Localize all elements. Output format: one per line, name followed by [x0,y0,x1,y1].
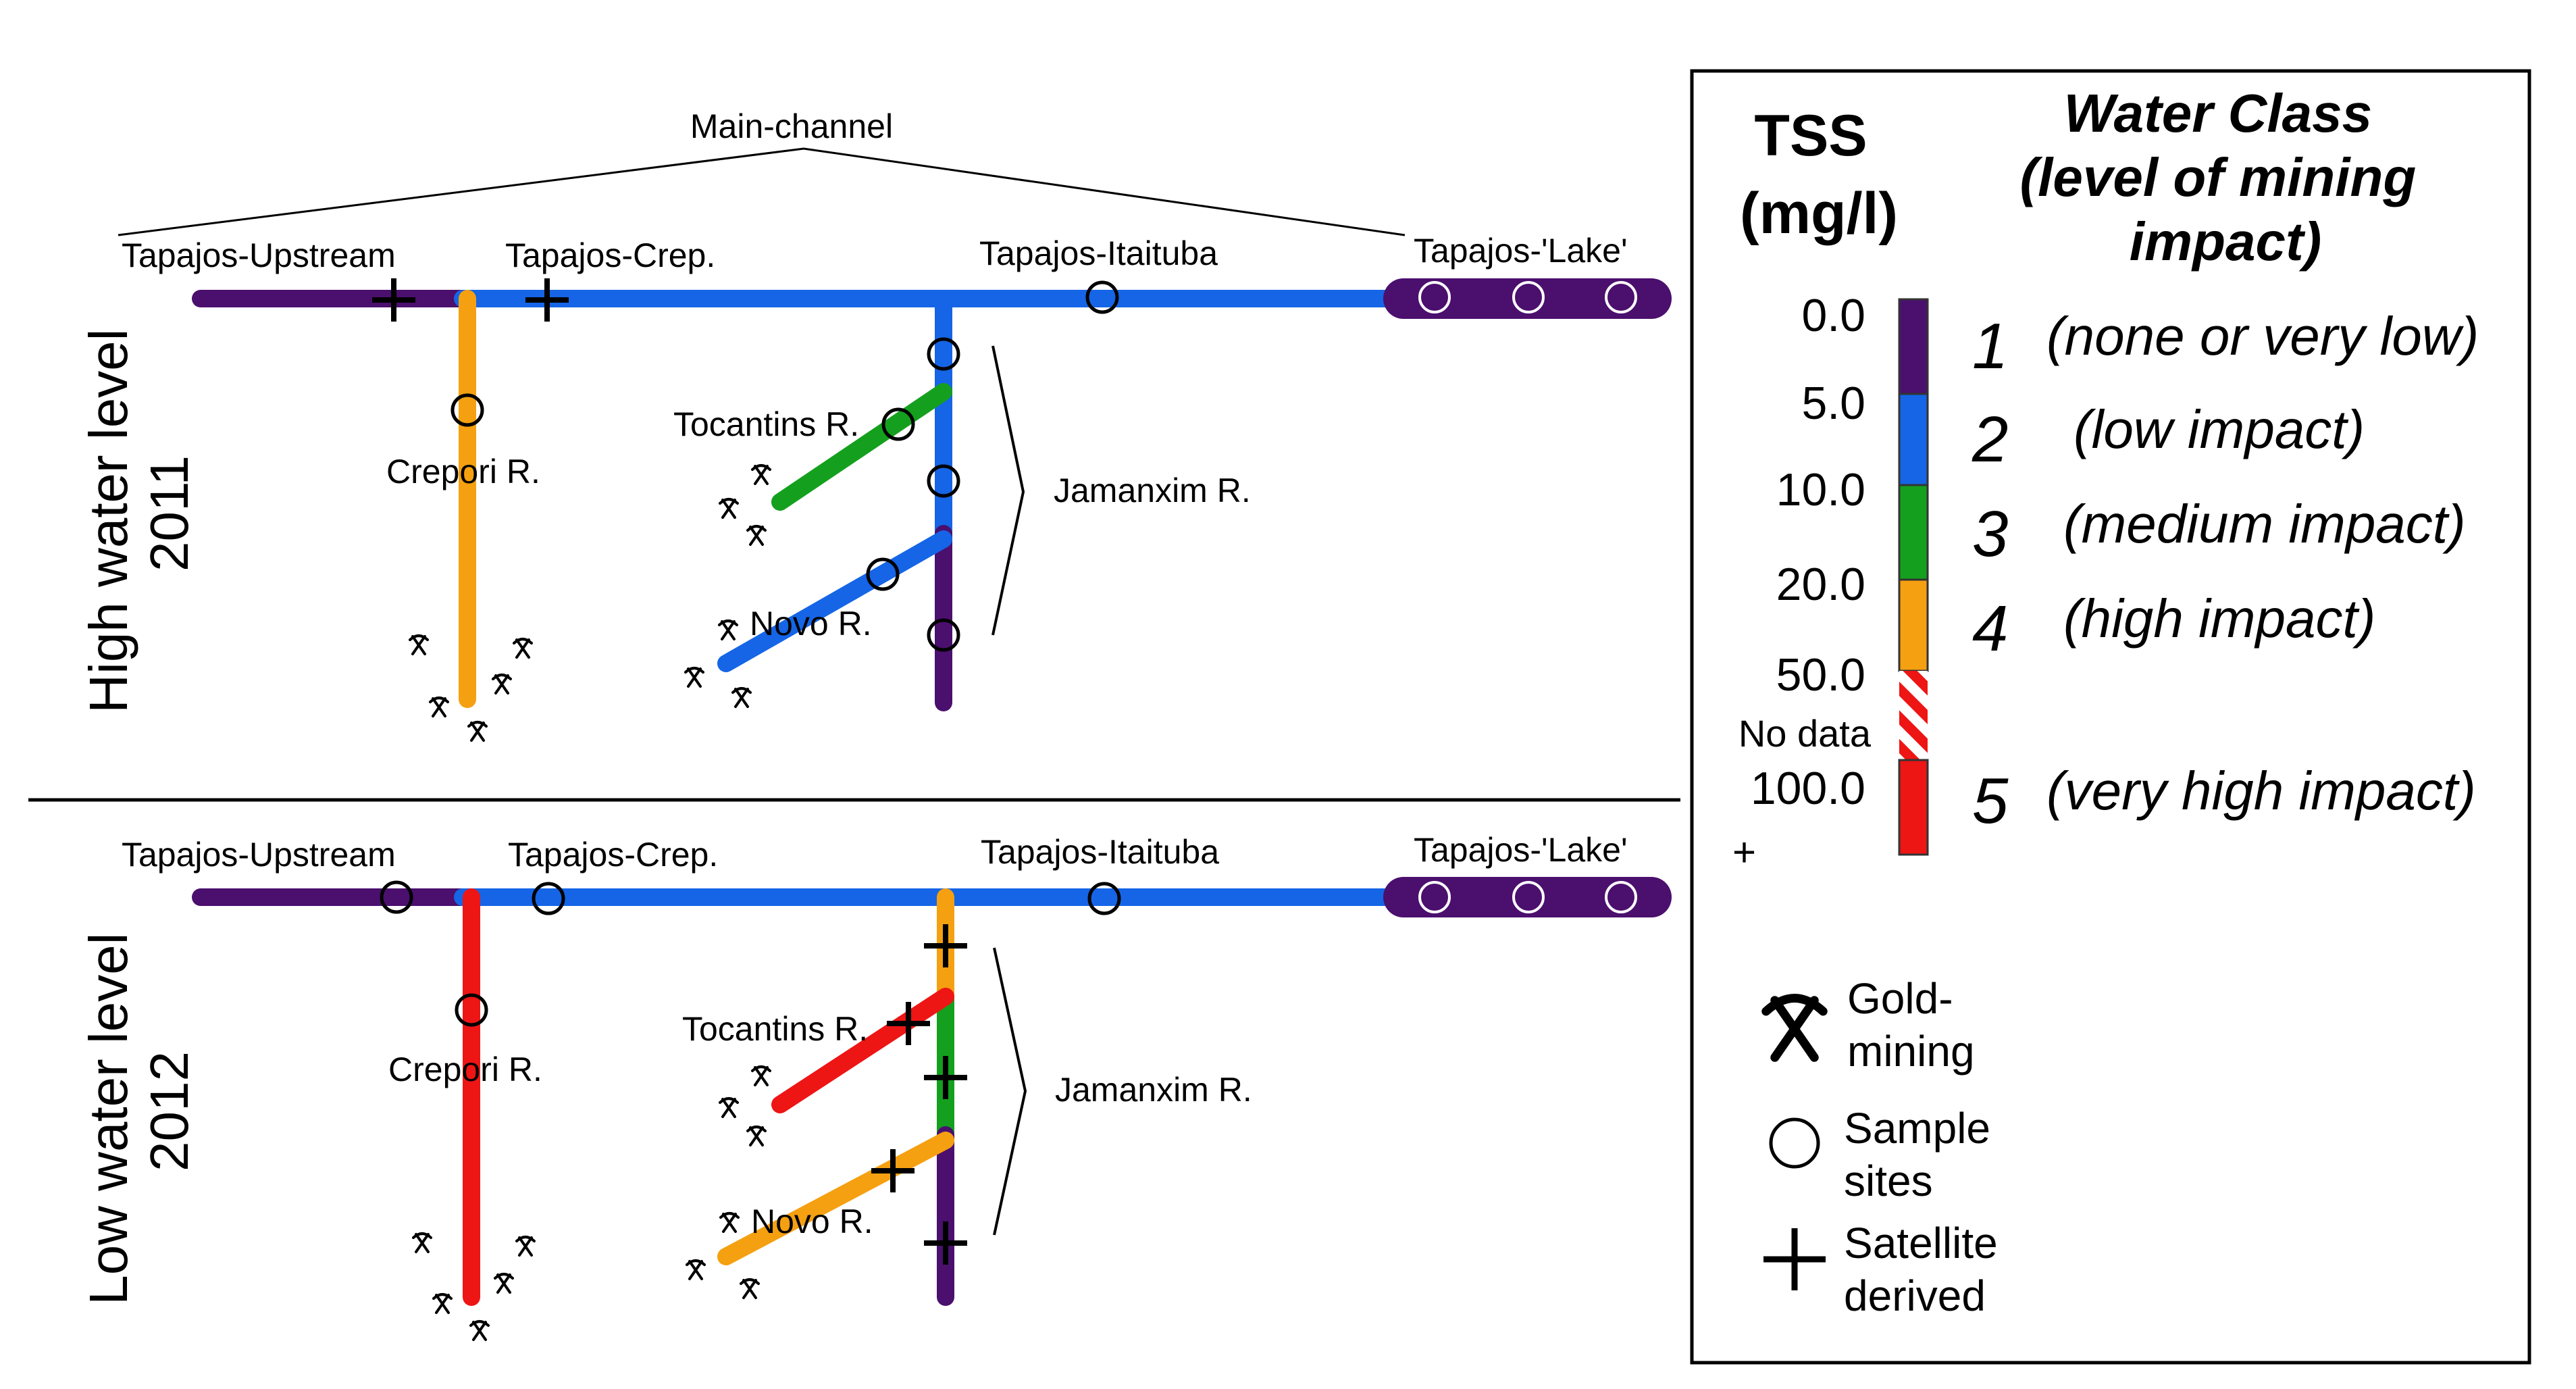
legend-class-num: 5 [1972,765,2009,837]
label-jamanxim: Jamanxim R. [1055,1071,1252,1109]
sample-site-icon [1769,1117,1820,1169]
panel-title-low: Low water level 2012 [78,917,199,1305]
lake-sample-sites [1418,281,1637,313]
site-upstream [372,278,415,322]
legend-sample-label: Sample sites [1844,1104,2003,1205]
label-upstream: Tapajos-Upstream [122,236,396,274]
site-tocantins [887,1002,930,1045]
sample-site-marker [927,618,960,652]
legend-ticks: 0.0 5.0 10.0 20.0 50.0 No data 100.0 + [1732,290,1872,875]
label-novo: Novo R. [750,605,872,642]
segment-lake [1383,877,1672,917]
site-tocantins [881,407,915,441]
legend-tick: 0.0 [1801,290,1865,341]
sample-site-marker [380,880,413,914]
label-crepori: Crepori R. [388,1051,542,1088]
sample-site-marker [881,407,915,441]
site-jamanxim-3 [927,618,960,652]
site-upstream [380,880,413,914]
legend-symbols: Gold- mining Sample sites Satellite deri… [1763,974,2009,1320]
legend-swatch-2 [1898,393,1929,486]
legend-tick: 100.0 [1751,763,1865,814]
legend-color-bar [1898,298,1929,856]
legend-class-num: 1 [1972,310,2008,382]
legend-class-num: 4 [1972,592,2008,665]
jamanxim-bracket [993,947,1027,1236]
site-itaituba [1087,882,1121,915]
sample-site-marker [455,993,488,1027]
legend-tick: 50.0 [1776,649,1865,701]
legend-class-heading: Water Class (level of mining impact) [2020,83,2431,272]
legend-tick-plus: + [1732,830,1756,875]
sample-site-marker [532,882,565,915]
site-crep [525,278,569,322]
legend-frame [1690,69,2531,1365]
legend: TSS (mg/l) Water Class (level of mining … [1690,69,2531,1365]
sample-site-marker [927,464,960,498]
label-upstream: Tapajos-Upstream [122,836,396,874]
jamanxim-bracket [991,345,1025,636]
label-tocantins: Tocantins R. [682,1010,868,1048]
panel-high-water: High water level 2011 [78,232,1672,742]
legend-class-desc: (none or very low) [2046,306,2479,366]
site-jamanxim-2 [927,464,960,498]
legend-swatch-3 [1898,484,1929,581]
site-jamanxim-2 [924,1056,967,1099]
label-crepori: Crepori R. [386,453,540,490]
site-itaituba [1085,280,1119,314]
label-crep: Tapajos-Crep. [508,836,718,874]
sample-site-marker [1085,280,1119,314]
legend-tick: 10.0 [1776,464,1865,515]
legend-swatch-nodata [1899,671,1928,760]
sample-site-marker [927,337,960,371]
label-crep: Tapajos-Crep. [505,236,715,274]
label-tocantins: Tocantins R. [673,405,859,443]
legend-class-num: 2 [1972,403,2008,476]
site-crepori [455,993,488,1027]
legend-class-num: 3 [1972,498,2008,570]
legend-tss-heading: TSS (mg/l) [1740,103,1898,246]
legend-class-desc: (low impact) [2073,399,2365,459]
legend-swatch-1 [1898,298,1929,395]
lake-sample-sites [1418,881,1637,913]
segment-novo [717,530,952,672]
panel-low-water: Low water level 2012 [78,831,1672,1341]
sample-site-marker [866,557,900,591]
site-novo [871,1149,915,1192]
legend-class-desc: (very high impact) [2046,761,2476,821]
main-channel-bracket: Main-channel [118,107,1406,236]
label-lake: Tapajos-'Lake' [1414,831,1628,869]
legend-tick-nodata: No data [1738,712,1872,755]
panel-title-high: High water level 2011 [78,313,199,713]
legend-gold-label: Gold- mining [1847,974,1975,1076]
legend-tick: 5.0 [1801,378,1865,429]
segment-novo [717,1132,954,1265]
label-novo: Novo R. [751,1203,873,1240]
legend-tick: 20.0 [1776,559,1865,610]
site-jamanxim-1 [927,337,960,371]
label-jamanxim: Jamanxim R. [1054,472,1251,509]
segment-tocantins [771,383,952,511]
legend-swatch-4 [1898,578,1929,672]
site-crep [532,882,565,915]
site-jamanxim-1 [924,924,967,967]
legend-class-desc: (medium impact) [2063,494,2466,554]
legend-class-desc: (high impact) [2063,588,2375,649]
site-novo [866,557,900,591]
main-channel-label: Main-channel [690,107,893,145]
sample-site-marker [450,393,484,427]
satellite-derived-icon [1763,1228,1826,1290]
label-lake: Tapajos-'Lake' [1414,232,1628,270]
sample-site-marker [1087,882,1121,915]
site-jamanxim-3 [924,1221,967,1265]
label-itaituba: Tapajos-Itaituba [981,833,1219,871]
site-crepori [450,393,484,427]
legend-swatch-5 [1898,759,1929,856]
legend-satellite-label: Satellite derived [1844,1219,2009,1320]
label-itaituba: Tapajos-Itaituba [979,234,1218,272]
segment-lake [1383,278,1672,319]
segment-tocantins [771,988,954,1113]
legend-classes: 1 (none or very low) 2 (low impact) 3 (m… [1972,306,2479,837]
